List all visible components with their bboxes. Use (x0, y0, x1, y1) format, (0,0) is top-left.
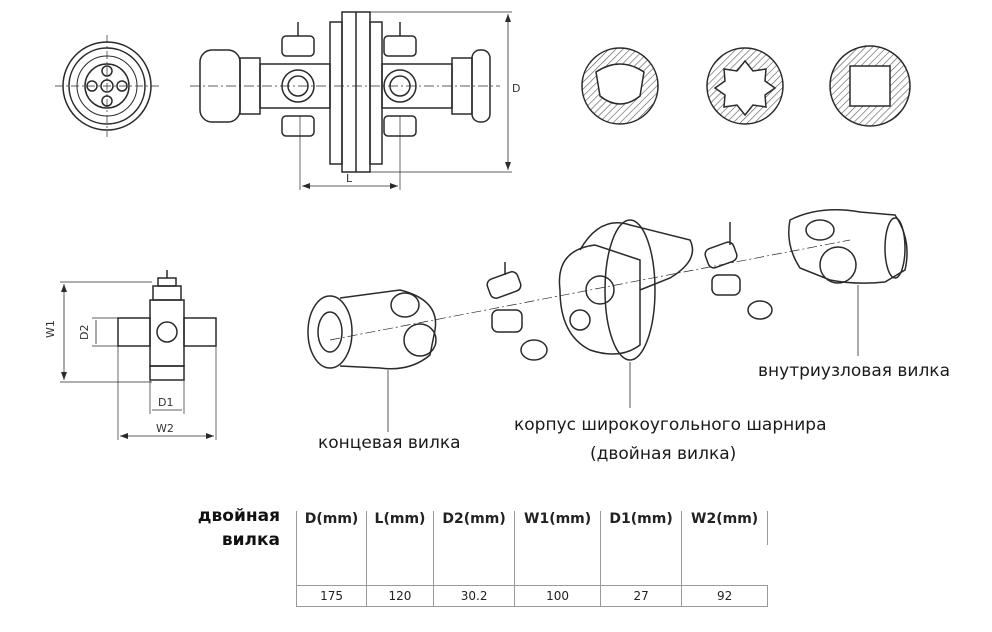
joint-side-view (190, 11, 512, 190)
cross-spider-drawing (60, 270, 217, 440)
value-d2: 30.2 (432, 585, 515, 607)
spec-table-header-row: D(mm) L(mm) D2(mm) W1(mm) D1(mm) W2(mm) (295, 511, 768, 545)
spec-table-value-row: 175 120 30.2 100 27 92 (295, 585, 768, 607)
value-d: 175 (295, 585, 367, 607)
table-title: двойная вилка (180, 504, 280, 552)
header-w2: W2(mm) (681, 511, 768, 545)
label-housing-line1: корпус широкоугольного шарнира (514, 415, 827, 435)
value-w2: 92 (681, 585, 768, 607)
yoke-end-view (55, 35, 159, 137)
dim-l-label: L (346, 172, 353, 185)
label-housing-line2: (двойная вилка) (590, 444, 737, 464)
dim-d-label: D (512, 82, 520, 95)
header-l: L(mm) (366, 511, 434, 545)
table-title-line1: двойная (197, 506, 280, 526)
table-title-line2: вилка (221, 530, 280, 550)
value-d1: 27 (599, 585, 682, 607)
dim-d2-label: D2 (78, 325, 91, 340)
value-l: 120 (366, 585, 434, 607)
spec-table: D(mm) L(mm) D2(mm) W1(mm) D1(mm) W2(mm) … (295, 511, 768, 607)
header-d: D(mm) (295, 511, 367, 545)
header-d1: D1(mm) (599, 511, 682, 545)
exploded-assembly (307, 209, 908, 432)
label-end-yoke: концевая вилка (318, 433, 461, 453)
label-inner-yoke: внутриузловая вилка (758, 361, 950, 381)
header-w1: W1(mm) (514, 511, 601, 545)
header-d2: D2(mm) (432, 511, 515, 545)
value-w1: 100 (514, 585, 601, 607)
profile-star (706, 47, 784, 125)
profile-lemon (581, 47, 659, 125)
spec-table-gap-row (295, 545, 768, 586)
dim-w1-label: W1 (44, 320, 57, 338)
profile-square (829, 45, 911, 127)
dim-d1-label: D1 (158, 396, 173, 409)
dim-w2-label: W2 (156, 422, 174, 435)
